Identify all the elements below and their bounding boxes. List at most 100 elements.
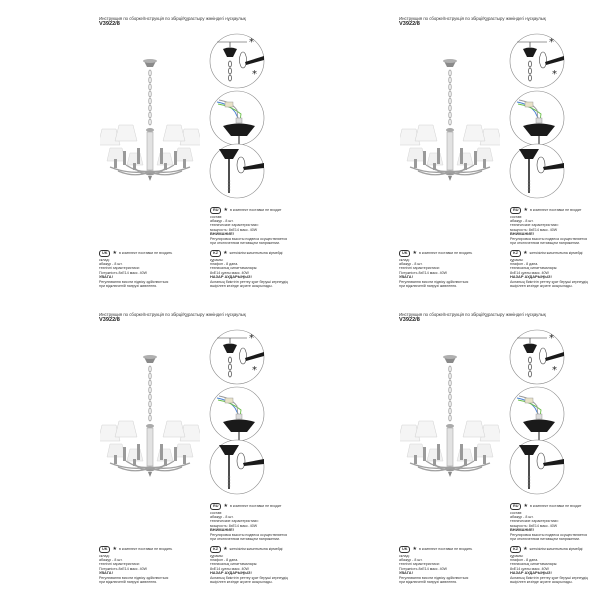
kz-line: техникалық сипаттамалары: bbox=[210, 562, 258, 567]
ru-warning-line: Регулировка высоты подвеса осуществляетс… bbox=[510, 532, 588, 537]
kz-warning-line: Аспаның биіктігін реттеу қуат берушi кер… bbox=[210, 575, 289, 580]
uk-warning-line: при відключеній напрузі живлення. bbox=[399, 284, 458, 289]
star-icon: ★ bbox=[112, 545, 117, 552]
uk-line: технічні характеристики: bbox=[99, 562, 140, 567]
uk-line: Потужність 8xE14 макс. 40W bbox=[399, 566, 447, 571]
star-icon: ★ bbox=[523, 502, 528, 509]
model-number: V3922/8 bbox=[399, 317, 420, 323]
star-icon: ★ bbox=[112, 249, 117, 256]
text-block-uk: UK ★ в комплект поставки не входить скла… bbox=[399, 250, 494, 288]
uk-line: склад: bbox=[399, 257, 410, 262]
ru-line: состав: bbox=[210, 510, 223, 515]
kz-warning-line: Аспаның биіктігін реттеу қуат берушi кер… bbox=[210, 279, 289, 284]
sheet-title: Инструкция по сборке/Інструкція по збірц… bbox=[99, 16, 246, 21]
not-included-note: в комплект поставки не входить bbox=[118, 251, 173, 256]
uk-line: технічні характеристики: bbox=[99, 266, 140, 271]
lang-badge-ru: RU bbox=[210, 207, 222, 214]
kz-warning-line: Аспаның биіктігін реттеу қуат берушi кер… bbox=[510, 279, 589, 284]
ru-line: абажур - 8 шт. bbox=[510, 515, 534, 519]
kz-line: плафон - 8 дана. bbox=[510, 558, 539, 562]
uk-warning-line: Регулювання висоти підвісу здійснюється bbox=[99, 575, 169, 580]
chandelier-8-shades-icon bbox=[400, 355, 500, 477]
not-included-note: в комплект поставки не входит bbox=[229, 208, 282, 213]
ru-warning-line: Регулировка высоты подвеса осуществляетс… bbox=[510, 236, 588, 241]
uk-line: Потужність 8xE14 макс. 40W bbox=[399, 270, 447, 275]
instruction-sheet-top-left: Инструкция по сборке/Інструкція по збірц… bbox=[0, 0, 300, 300]
text-block-ru: RU ★ в комплект поставки не входит соста… bbox=[210, 207, 300, 245]
kz-line: 8xE14 қуаты макс. 40W bbox=[510, 270, 549, 275]
ru-line: мощность: 8xE14 макс. 40W bbox=[510, 523, 558, 528]
kz-warning-line: өшірілген кезінде жүзеге асырылады. bbox=[210, 284, 273, 289]
sheet-header: Инструкция по сборке/Інструкція по збірц… bbox=[99, 312, 299, 323]
uk-warning-line: при відключеній напрузі живлення. bbox=[399, 580, 458, 585]
kz-line: құрамы: bbox=[210, 553, 224, 558]
text-block-uk: UK ★ в комплект поставки не входить скла… bbox=[99, 546, 194, 584]
svg-text:*: * bbox=[252, 69, 257, 80]
kz-line: құрамы: bbox=[510, 553, 524, 558]
step-1-ceiling-mount-icon: * * bbox=[509, 33, 565, 89]
not-included-note: жеткізілім жиынтығына кірмейді bbox=[529, 547, 583, 552]
ru-warning-title: ВНИМАНИЕ! bbox=[510, 231, 534, 237]
kz-line: плафон - 8 дана. bbox=[210, 558, 239, 562]
kz-line: плафон - 8 дана. bbox=[210, 262, 239, 266]
lang-badge-kz: KZ bbox=[510, 250, 522, 257]
text-block-kz: KZ ★ жеткізілім жиынтығына кірмейді құра… bbox=[510, 250, 600, 288]
text-block-kz: KZ ★ жеткізілім жиынтығына кірмейді құра… bbox=[210, 546, 300, 584]
uk-warning-title: УВАГА! bbox=[399, 570, 413, 576]
kz-line: құрамы: bbox=[210, 257, 224, 262]
star-icon: ★ bbox=[523, 545, 528, 552]
step-1-ceiling-mount-icon: * * bbox=[209, 33, 265, 89]
lang-badge-ru: RU bbox=[510, 503, 522, 510]
lang-badge-ru: RU bbox=[210, 503, 222, 510]
star-icon: ★ bbox=[223, 502, 228, 509]
step-2-wiring-icon bbox=[509, 90, 565, 146]
ru-warning-line: при отключенном питающем напряжении. bbox=[510, 537, 581, 542]
uk-warning-title: УВАГА! bbox=[99, 274, 113, 280]
ru-warning-line: при отключенном питающем напряжении. bbox=[510, 241, 581, 246]
not-included-note: жеткізілім жиынтығына кірмейді bbox=[229, 251, 283, 256]
uk-warning-title: УВАГА! bbox=[99, 570, 113, 576]
lang-badge-kz: KZ bbox=[210, 250, 222, 257]
kz-warning-title: НАЗАР АУДАРЫҢЫЗ! bbox=[510, 570, 552, 576]
star-icon: ★ bbox=[412, 249, 417, 256]
kz-line: құрамы: bbox=[510, 257, 524, 262]
ru-line: абажур - 8 шт. bbox=[210, 515, 234, 519]
not-included-note: жеткізілім жиынтығына кірмейді bbox=[529, 251, 583, 256]
lang-badge-uk: UK bbox=[399, 250, 411, 257]
star-icon: ★ bbox=[523, 249, 528, 256]
not-included-note: в комплект поставки не входит bbox=[529, 208, 582, 213]
uk-warning-line: при відключеній напрузі живлення. bbox=[99, 580, 158, 585]
ru-line: состав: bbox=[510, 510, 523, 515]
sheet-title: Инструкция по сборке/Інструкція по збірц… bbox=[399, 312, 546, 317]
kz-warning-title: НАЗАР АУДАРЫҢЫЗ! bbox=[210, 274, 252, 280]
ru-warning-line: при отключенном питающем напряжении. bbox=[210, 241, 281, 246]
text-block-kz: KZ ★ жеткізілім жиынтығына кірмейді құра… bbox=[510, 546, 600, 584]
model-number: V3922/8 bbox=[399, 21, 420, 27]
uk-warning-title: УВАГА! bbox=[399, 274, 413, 280]
lang-badge-uk: UK bbox=[99, 250, 111, 257]
not-included-note: в комплект поставки не входить bbox=[418, 251, 473, 256]
star-icon: ★ bbox=[523, 206, 528, 213]
step-1-ceiling-mount-icon: * * bbox=[509, 329, 565, 385]
lang-badge-uk: UK bbox=[399, 546, 411, 553]
svg-text:*: * bbox=[552, 69, 557, 80]
uk-line: абажур - 8 шт. bbox=[399, 558, 423, 562]
kz-line: 8xE14 қуаты макс. 40W bbox=[210, 566, 249, 571]
svg-text:*: * bbox=[549, 37, 554, 48]
lang-badge-kz: KZ bbox=[210, 546, 222, 553]
uk-line: технічні характеристики: bbox=[399, 562, 440, 567]
ru-line: абажур - 8 шт. bbox=[210, 219, 234, 223]
kz-warning-line: Аспаның биіктігін реттеу қуат берушi кер… bbox=[510, 575, 589, 580]
ru-line: абажур - 8 шт. bbox=[510, 219, 534, 223]
model-number: V3922/8 bbox=[99, 317, 120, 323]
ru-line: состав: bbox=[210, 214, 223, 219]
text-block-ru: RU ★ в комплект поставки не входит соста… bbox=[510, 207, 600, 245]
uk-line: Потужність 8xE14 макс. 40W bbox=[99, 566, 147, 571]
step-2-wiring-icon bbox=[209, 386, 265, 442]
ru-line: мощность: 8xE14 макс. 40W bbox=[510, 227, 558, 232]
model-number: V3922/8 bbox=[99, 21, 120, 27]
kz-warning-title: НАЗАР АУДАРЫҢЫЗ! bbox=[210, 570, 252, 576]
chandelier-8-shades-icon bbox=[400, 59, 500, 181]
uk-line: склад: bbox=[99, 257, 110, 262]
instruction-sheet-top-right: Инструкция по сборке/Інструкція по збірц… bbox=[300, 0, 600, 300]
